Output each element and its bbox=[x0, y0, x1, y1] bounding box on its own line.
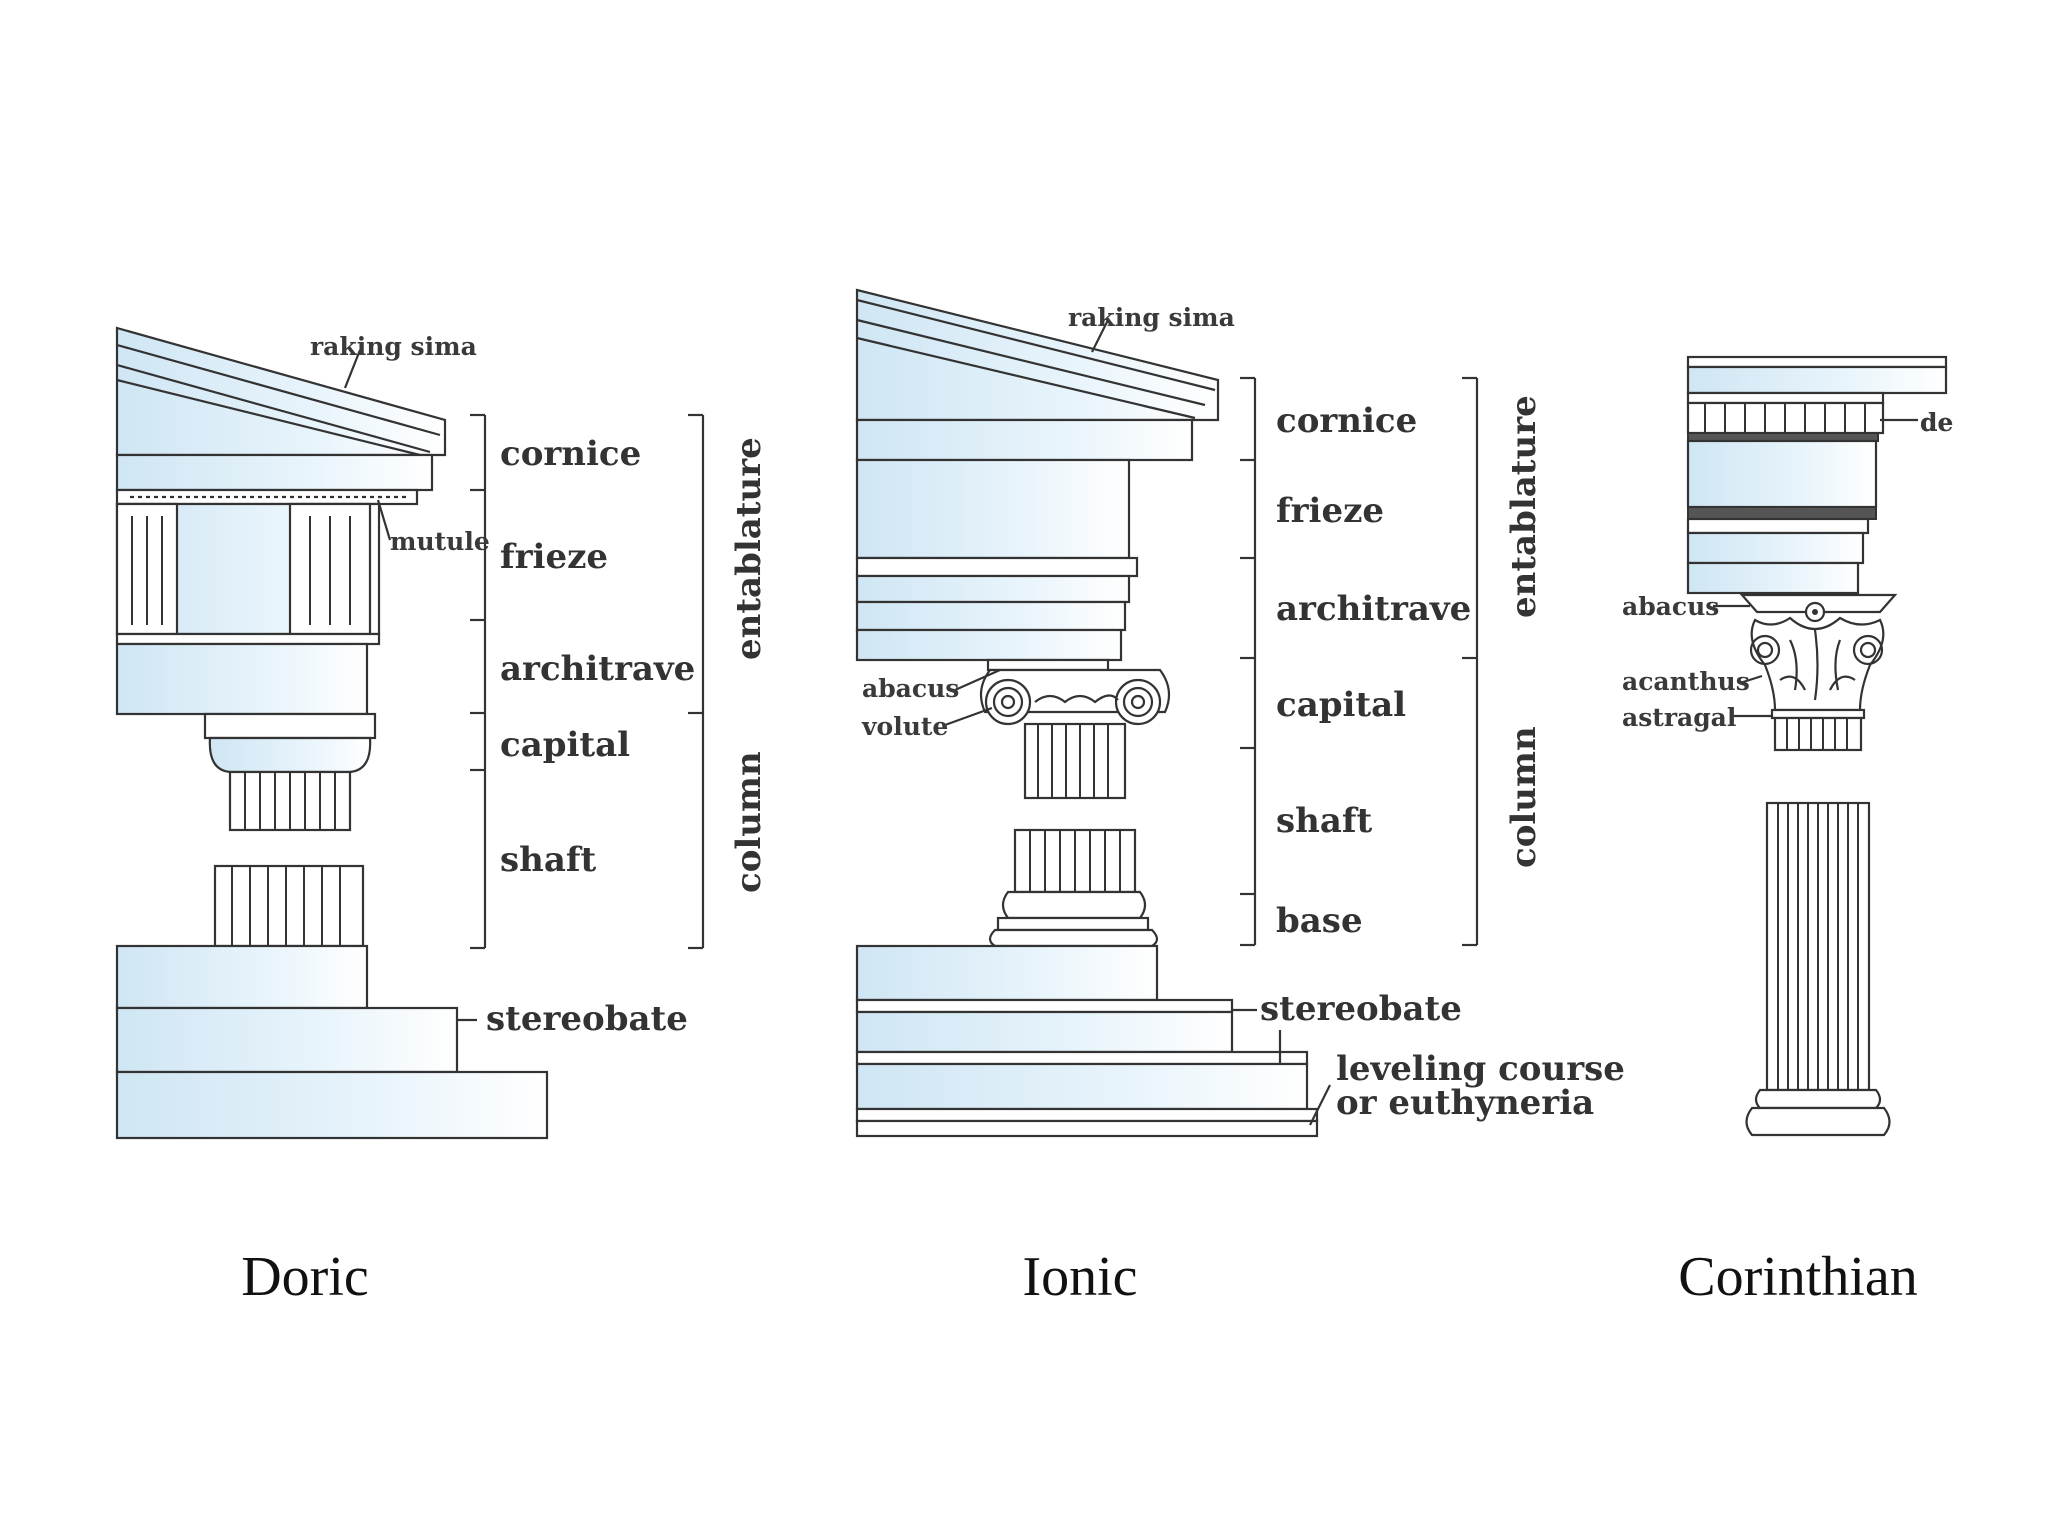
ionic-label-stereobate: stereobate bbox=[1260, 989, 1462, 1029]
ionic-group-bracket bbox=[1462, 376, 1479, 947]
doric-capital bbox=[203, 712, 377, 774]
ionic-label-raking-sima: raking sima bbox=[1068, 303, 1235, 332]
ionic-cornice-band bbox=[855, 418, 1194, 462]
corinthian-capital bbox=[1739, 593, 1898, 712]
crop-mask bbox=[1948, 340, 2048, 460]
ionic-label-cornice: cornice bbox=[1276, 401, 1417, 441]
ionic-shaft-upper bbox=[1023, 722, 1127, 800]
ionic-label-entablature: entablature bbox=[1504, 395, 1544, 618]
corinthian-shaft bbox=[1765, 801, 1871, 1092]
corinthian-entablature bbox=[1686, 355, 1948, 595]
ionic-label-shaft: shaft bbox=[1276, 801, 1373, 841]
corinthian-acanthus-leader bbox=[1739, 674, 1763, 685]
corinthian-label-dentils: de bbox=[1920, 408, 1953, 437]
doric-label-raking-sima: raking sima bbox=[310, 332, 477, 361]
ionic-shaft-lower bbox=[1013, 828, 1137, 894]
ionic-label-capital: capital bbox=[1276, 685, 1406, 725]
doric-triglyph-left bbox=[115, 502, 179, 636]
ionic-frieze bbox=[855, 458, 1131, 560]
doric-triglyph-right bbox=[288, 502, 372, 636]
ionic-label-architrave: architrave bbox=[1276, 589, 1471, 629]
doric-label-column: column bbox=[729, 751, 769, 893]
ionic-raking-sima-leader bbox=[1091, 319, 1109, 353]
ionic-part-bracket bbox=[1240, 376, 1257, 947]
corinthian-base bbox=[1745, 1088, 1891, 1137]
doric-label-architrave: architrave bbox=[500, 649, 695, 689]
ionic-steps bbox=[855, 944, 1319, 1138]
ionic-label-euthyneria: or euthyneria bbox=[1336, 1083, 1594, 1123]
ionic-label-frieze: frieze bbox=[1276, 491, 1384, 531]
ionic-volute-leader bbox=[944, 706, 993, 727]
doric-shaft-lower bbox=[213, 864, 365, 948]
ionic-base bbox=[988, 890, 1159, 948]
corinthian-astragal-neck bbox=[1770, 708, 1866, 752]
corinthian-label-abacus: abacus bbox=[1622, 592, 1719, 621]
doric-cornice-band bbox=[115, 453, 434, 492]
ionic-architrave bbox=[855, 556, 1139, 662]
ionic-label-abacus: abacus bbox=[862, 674, 959, 703]
corinthian-label-astragal: astragal bbox=[1622, 703, 1736, 732]
doric-pediment bbox=[115, 326, 447, 457]
doric-label-cornice: cornice bbox=[500, 434, 641, 474]
ionic-capital bbox=[979, 658, 1171, 726]
doric-mutules bbox=[115, 488, 419, 506]
doric-label-mutule: mutule bbox=[390, 527, 490, 556]
doric-shaft-upper bbox=[228, 770, 352, 832]
ionic-drawing: raking sima cornice frieze architrave ca… bbox=[855, 288, 1625, 1138]
doric-architrave bbox=[115, 642, 369, 716]
doric-steps bbox=[115, 944, 549, 1140]
ionic-label-volute: volute bbox=[861, 712, 948, 741]
ionic-pediment bbox=[855, 288, 1220, 422]
ionic-abacus-leader bbox=[954, 668, 1001, 692]
doric-label-shaft: shaft bbox=[500, 840, 597, 880]
corinthian-label-acanthus: acanthus bbox=[1622, 667, 1750, 696]
doric-mutule-leader bbox=[376, 499, 392, 541]
doric-drawing: raking sima mutule cornice frieze archit… bbox=[115, 326, 769, 1140]
ionic-leveling-leader-b bbox=[1309, 1084, 1331, 1126]
ionic-label-leveling-course: leveling course bbox=[1336, 1049, 1625, 1089]
corinthian-drawing: de abacus acanthus astragal bbox=[1622, 355, 1953, 1137]
caption-ionic: Ionic bbox=[1022, 1246, 1137, 1308]
doric-part-bracket bbox=[470, 413, 487, 950]
doric-group-bracket bbox=[688, 413, 705, 950]
caption-corinthian: Corinthian bbox=[1678, 1246, 1918, 1308]
doric-label-frieze: frieze bbox=[500, 537, 608, 577]
doric-label-capital: capital bbox=[500, 725, 630, 765]
doric-label-stereobate: stereobate bbox=[486, 999, 688, 1039]
caption-doric: Doric bbox=[241, 1246, 369, 1308]
corinthian-label-dentils-visible: de bbox=[1920, 408, 1953, 437]
doric-raking-sima-leader bbox=[343, 349, 362, 389]
ionic-label-base: base bbox=[1276, 901, 1363, 941]
doric-label-entablature: entablature bbox=[729, 437, 769, 660]
ionic-label-column: column bbox=[1504, 726, 1544, 868]
